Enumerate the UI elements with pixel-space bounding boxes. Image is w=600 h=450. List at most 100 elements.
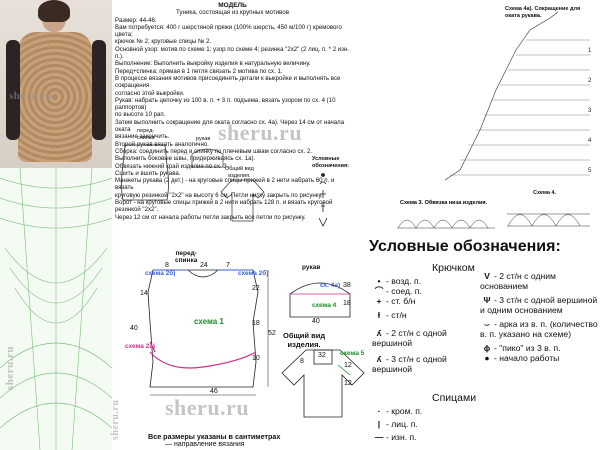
two-dc-together-icon: ʎ [376,328,382,338]
legend-item: —- изн. п. [372,432,482,442]
sleeve-scheme-4-label: схема 4 [312,302,337,309]
double-crochet-icon: ł [377,310,381,320]
dim-number: 8 [300,358,304,365]
instruction-line: согласно этой выкройки. [115,89,185,97]
edge-stitch-icon: · [377,406,381,416]
svg-text:3: 3 [588,108,592,114]
instruction-line: Обвязать нижний край изделия по сх. 3. [115,162,229,170]
general-view-big-pattern [281,349,365,418]
dim-number: 24 [200,262,208,269]
instruction-line: вязание закончить. [115,133,170,141]
legend-item: ⌣- арка из в. п. (количество в. п. указа… [480,319,598,339]
scheme-3-chart [397,219,495,229]
instruction-line: Ворот - на круговые спицы прижей в 2 нит… [115,199,333,214]
instruction-line: Вам потребуется: 400 г шерстяной пряжи (… [115,23,342,39]
instruction-line: крючок № 2; круговые спицы № 2. [115,38,212,46]
watermark: sheru.ru [110,399,121,440]
start-point-icon: ● [484,353,490,363]
legend-item: •- возд. п. [372,276,472,286]
dim-number: 8 [165,262,169,269]
model-tunic [18,32,92,162]
model-photo [0,0,112,168]
instruction-line: Затем выполнить сокращение для оката сог… [115,118,345,134]
sleeve-big-label: рукав [302,264,321,271]
instruction-line: Сборка: соединить перед и спинку по плеч… [115,147,313,155]
motif-column-marks [102,195,112,425]
legend-item: +- ст. б/н [372,296,472,306]
motif-scheme-1-chart [0,168,112,450]
dim-number: 52 [268,330,276,337]
legend-item: ⌒- соед. п. [372,286,472,296]
sleeve-big-pattern [289,282,351,318]
instruction-line: Второй рукав вязать аналогично. [115,140,209,148]
legend-item: Ψ- 3 ст/н с одной вершиной и одним основ… [480,295,598,315]
scheme-2a-label: схема 2а) [125,343,156,350]
legend-item: ʎ- 3 ст/н с одной вершиной [372,354,447,374]
watermark: sheru.ru [4,345,16,390]
small-legend-symbols [318,173,328,227]
svg-text:2: 2 [588,78,592,84]
watermark: sheru.ru [9,90,54,102]
dim-number: 10 [252,355,260,362]
general-view-small-pattern [220,179,265,222]
front-back-big-label: перед- спинка [175,250,198,264]
scheme-4a-chart: 5 4 3 2 1 [444,11,592,181]
instruction-line: Сшить и вшить рукава. [115,169,181,177]
dim-number: 18 [343,300,351,307]
instruction-line: круговую резинкой "2х2" на высоту 6 см. … [115,191,323,199]
model-arm-left [6,40,20,140]
dim-number: 46 [210,388,218,395]
instruction-line: по высоте 10 рап. [115,111,166,119]
instruction-line: Через 12 см от начала работы петли закры… [115,213,306,221]
sleeve-small-pattern [191,148,224,168]
legend-title: Условные обозначения: [369,238,561,255]
purl-stitch-icon: — [374,432,384,442]
legend-item: V- 2 ст/н с одним основанием [480,271,556,291]
dim-number: 32 [318,352,326,359]
dim-number: 14 [140,290,148,297]
legend-item: ●- начало работы [480,353,598,363]
front-back-small-label: перед- спинка [137,128,155,141]
dim-number: 40 [130,325,138,332]
watermark: sheru.ru [218,120,303,145]
scheme-4a-title: Схема 4а). Сокращение для оката рукава. [505,6,581,19]
model-arm-right [92,40,106,140]
two-dc-one-base-icon: V [484,271,490,281]
all-sizes-note: Все размеры указаны в сантиметрах [148,432,281,441]
instruction-line: В процессе вязания мотивов присоединять … [115,74,341,90]
scheme-1-label: схема 1 [194,317,224,326]
dim-number: 38 [343,282,351,289]
instruction-line: Перед+спинка: прямая в 1 петля связать 2… [115,67,283,75]
svg-text:1: 1 [588,48,592,54]
dim-number: 12 [344,362,352,369]
model-subtitle: Туника, состоящая из крупных мотивов [176,9,289,17]
legend-item: ·- кром. п. [372,406,482,416]
dim-number: 22 [252,285,260,292]
scheme-2b-label-right: схема 2б) [238,270,269,277]
sleeve-small-label: рукав [196,136,211,142]
legend-item: |- лиц. п. [372,419,482,429]
instruction-line: Выполнить боковые швы, придерживаясь сх.… [115,155,256,163]
dim-number: 12 [344,380,352,387]
model-hair [38,0,70,22]
scheme-3-title: Схема 3. Обвязка низа изделия. [400,200,488,206]
slip-stitch-icon: ⌒ [374,286,384,296]
legend-knit-title: Спицами [432,392,477,404]
size-line: Размер: 44-46. [115,16,157,24]
instruction-line: Манжеты рукава (2 дет.) - на круговые сп… [115,177,335,192]
svg-text:4: 4 [588,138,592,144]
picot-icon: ϕ [483,343,491,353]
dim-number: 40 [312,318,320,325]
legend-crochet-title: Крючком [432,262,475,274]
general-view-small-label: Общий вид изделия. [225,166,254,179]
general-view-big-label: Общий вид изделия. [283,331,326,349]
knit-stitch-icon: | [377,419,381,429]
scheme-4-chart [507,213,590,227]
dim-number: 18 [252,320,260,327]
instruction-line: Основной узор: мотив по схеме 1; узор по… [115,45,350,61]
three-dc-together-icon: ʎ [376,354,382,364]
svg-text:5: 5 [588,168,592,174]
scheme-5-label: схема 5 [340,350,365,357]
watermark: sheru.ru [165,395,250,420]
front-back-big-pattern [147,269,269,396]
